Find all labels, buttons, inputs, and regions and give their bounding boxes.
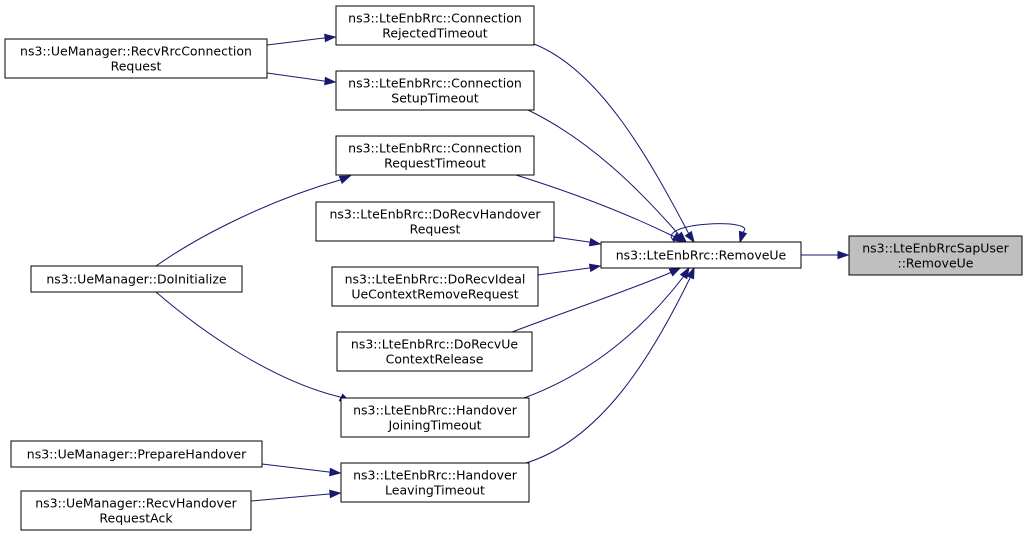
edge-um_doinit-to-ho_joining <box>155 291 352 403</box>
arrowhead-icon <box>738 230 748 244</box>
edge-removeue-to-removeue_sap <box>801 250 850 260</box>
node-label: RequestAck <box>99 511 173 526</box>
node-label: ns3::LteEnbRrc::DoRecvIdeal <box>345 272 526 287</box>
edge-line <box>533 43 695 243</box>
node-box[interactable] <box>340 462 530 503</box>
edge-line <box>525 267 695 464</box>
arrowhead-icon <box>329 467 342 477</box>
edge-line <box>155 175 351 267</box>
node-um-doinit[interactable]: ns3::UeManager::DoInitialize <box>30 265 243 293</box>
node-box[interactable] <box>335 5 535 46</box>
node-label: SetupTimeout <box>391 91 479 106</box>
edge-do_recv_ue_ctx-to-removeue <box>511 267 682 333</box>
graph-edges <box>155 33 850 502</box>
edge-line <box>523 267 690 399</box>
node-label: ns3::LteEnbRrcSapUser <box>862 241 1009 256</box>
edge-um_recv_ack-to-ho_leaving <box>250 489 342 502</box>
node-removeue[interactable]: ns3::LteEnbRrc::RemoveUe <box>600 241 802 269</box>
node-box[interactable] <box>30 265 243 293</box>
node-label: ns3::LteEnbRrc::Connection <box>348 141 522 156</box>
arrowhead-icon <box>837 250 850 260</box>
node-label: ns3::LteEnbRrc::DoRecvHandover <box>329 207 541 222</box>
edge-ho_joining-to-removeue <box>523 266 690 399</box>
edge-um_recv_rrc-to-conn_rejected <box>266 33 337 46</box>
node-label: Request <box>410 222 461 237</box>
edge-conn_request-to-removeue <box>515 174 685 243</box>
node-label: ns3::LteEnbRrc::Connection <box>348 76 522 91</box>
node-box[interactable] <box>20 490 252 531</box>
node-label: ns3::LteEnbRrc::Handover <box>353 403 518 418</box>
arrowhead-icon <box>668 267 682 277</box>
node-label: ns3::UeManager::PrepareHandover <box>27 447 247 462</box>
edge-do_recv_ho_req-to-removeue <box>553 236 602 247</box>
arrowhead-icon <box>338 175 352 184</box>
edge-line <box>515 174 684 243</box>
node-label: UeContextRemoveRequest <box>351 287 518 302</box>
node-label: ns3::UeManager::RecvRrcConnection <box>20 44 252 59</box>
edge-line <box>250 492 341 502</box>
node-label: ns3::UeManager::DoInitialize <box>46 272 227 287</box>
edge-um_recv_rrc-to-conn_setup <box>266 72 337 86</box>
arrowhead-icon <box>324 33 337 43</box>
node-um-prepare[interactable]: ns3::UeManager::PrepareHandover <box>10 440 263 468</box>
arrowhead-icon <box>329 489 342 499</box>
node-label: ns3::LteEnbRrc::RemoveUe <box>616 248 787 263</box>
arrowhead-icon <box>671 232 685 243</box>
node-label: LeavingTimeout <box>385 483 485 498</box>
node-label: ::RemoveUe <box>898 256 974 271</box>
node-box[interactable] <box>340 397 530 438</box>
node-label: ns3::LteEnbRrc::Handover <box>353 468 518 483</box>
node-box[interactable] <box>848 235 1023 276</box>
edge-um_prepare-to-ho_leaving <box>261 463 342 477</box>
node-box[interactable] <box>4 38 268 79</box>
node-removeue-sap[interactable]: ns3::LteEnbRrcSapUser::RemoveUe <box>848 235 1023 276</box>
edge-line <box>155 291 351 403</box>
arrowhead-icon <box>588 263 602 273</box>
arrowhead-icon <box>679 266 690 280</box>
edge-conn_rejected-to-removeue <box>533 43 695 244</box>
node-box[interactable] <box>335 70 535 111</box>
node-box[interactable] <box>10 440 263 468</box>
node-label: RejectedTimeout <box>382 26 488 41</box>
node-label: ns3::UeManager::RecvHandover <box>35 496 237 511</box>
node-label: ns3::LteEnbRrc::Connection <box>348 11 522 26</box>
node-label: ContextRelease <box>386 352 484 367</box>
node-box[interactable] <box>336 331 533 372</box>
arrowhead-icon <box>324 76 337 86</box>
node-box[interactable] <box>600 241 802 269</box>
node-label: JoiningTimeout <box>387 418 481 433</box>
arrowhead-icon <box>686 266 695 280</box>
arrowhead-icon <box>684 230 695 244</box>
edge-do_recv_ideal-to-removeue <box>537 263 602 276</box>
node-label: Request <box>111 59 162 74</box>
edge-line <box>261 463 341 474</box>
graph-nodes: ns3::LteEnbRrcSapUser::RemoveUens3::LteE… <box>4 5 1023 531</box>
node-box[interactable] <box>335 135 535 176</box>
node-box[interactable] <box>315 201 555 242</box>
edge-line <box>527 109 687 243</box>
edge-line <box>511 267 681 333</box>
node-conn-rejected[interactable]: ns3::LteEnbRrc::ConnectionRejectedTimeou… <box>335 5 535 46</box>
node-label: RequestTimeout <box>384 156 486 171</box>
edge-ho_leaving-to-removeue <box>525 266 695 464</box>
edge-um_doinit-to-conn_request <box>155 175 352 267</box>
node-box[interactable] <box>331 266 539 307</box>
node-label: ns3::LteEnbRrc::DoRecvUe <box>351 337 518 352</box>
node-do-recv-ideal[interactable]: ns3::LteEnbRrc::DoRecvIdealUeContextRemo… <box>331 266 539 307</box>
arrowhead-icon <box>588 237 602 247</box>
